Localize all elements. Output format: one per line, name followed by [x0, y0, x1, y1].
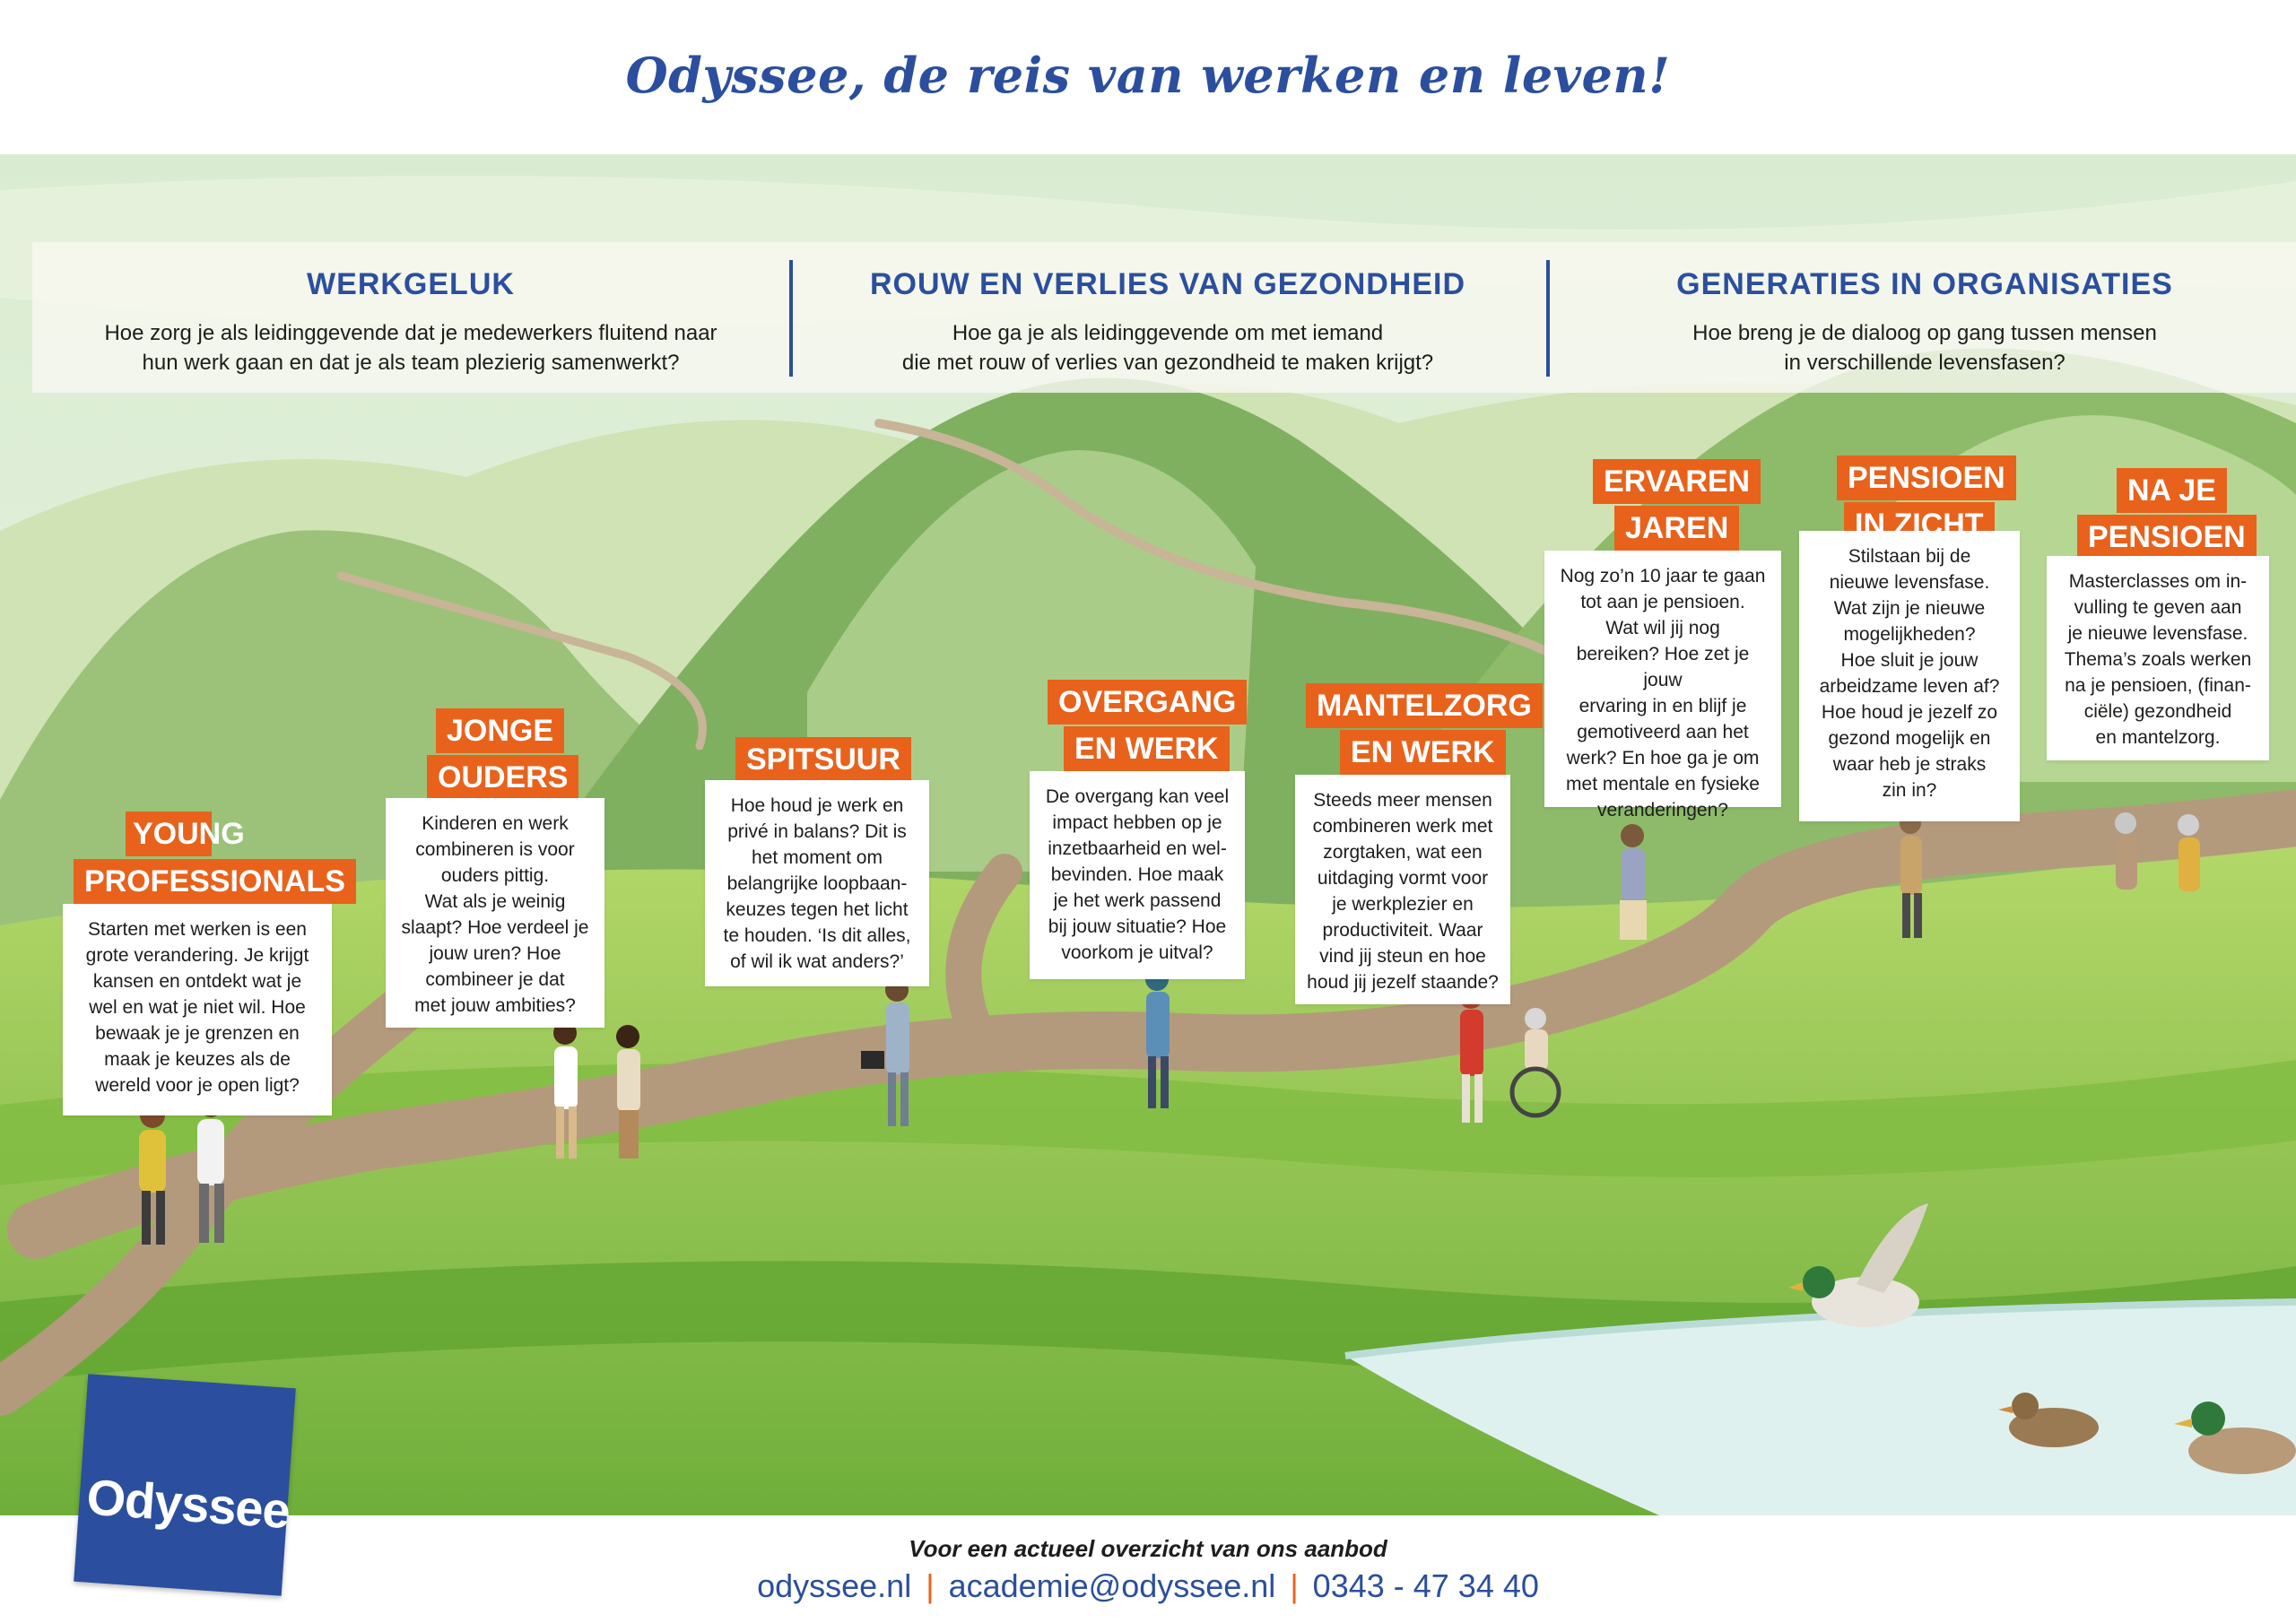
phase-label-young-professionals: YOUNG — [126, 812, 245, 856]
theme-work-happiness: WERKGELUK Hoe zorg je als leidinggevende… — [32, 242, 789, 393]
phone-number[interactable]: 0343 - 47 34 40 — [1312, 1567, 1539, 1604]
label-line-1: JONGE — [447, 714, 554, 748]
phase-label-after-retirement-line2: PENSIOEN — [2077, 515, 2257, 560]
trail-on-hill — [874, 419, 1619, 697]
label-line-1: YOUNG — [133, 817, 245, 851]
trail-left-hill — [336, 571, 707, 751]
footer-tagline: Voor een actueel overzicht van ons aanbo… — [909, 1535, 1387, 1562]
phase-card-young-parents: Kinderen en werk combineren is voor oude… — [386, 798, 604, 1028]
phase-card-rush-hour: Hoe houd je werk en privé in balans? Dit… — [705, 780, 929, 986]
themes-banner: WERKGELUK Hoe zorg je als leidinggevende… — [32, 242, 2296, 393]
phase-label-young-professionals-line2: PROFESSIONALS — [74, 859, 356, 904]
label-line-1: OVERGANG — [1058, 685, 1237, 719]
phase-label-caregiving: MANTELZORG — [1306, 683, 1543, 728]
label-line-2: EN WERK — [1074, 732, 1219, 766]
phase-label-young-parents: JONGE — [436, 708, 565, 753]
duck-swimming-female — [1998, 1393, 2099, 1447]
phase-card-menopause: De overgang kan veel impact hebben op je… — [1030, 771, 1245, 979]
phase-label-caregiving-line2: EN WERK — [1340, 730, 1506, 775]
people-retirement-in-sight — [1900, 812, 1922, 938]
phase-card-experienced-years: Nog zo’n 10 jaar te gaan tot aan je pens… — [1544, 551, 1781, 820]
theme-text: Hoe zorg je als leidinggevende dat je me… — [104, 321, 718, 375]
label-line-1: ERVAREN — [1604, 464, 1751, 499]
phase-label-retirement-in-sight: PENSIOEN — [1837, 456, 2016, 500]
winding-path — [7, 789, 2296, 1259]
phase-card-caregiving: Steeds meer mensen combineren werk met z… — [1295, 775, 1510, 1004]
duck-flying — [1788, 1203, 1928, 1327]
page-title: Odyssee, de reis van werken en leven! — [625, 47, 1671, 104]
separator: | — [926, 1567, 935, 1604]
water-edge — [1344, 1298, 2296, 1359]
label-line-1: SPITSUUR — [746, 742, 900, 777]
theme-text: Hoe breng je de dialoog op gang tussen m… — [1692, 321, 2157, 375]
water — [1345, 1302, 2296, 1515]
label-line-1: MANTELZORG — [1317, 689, 1532, 723]
path-branch-left — [0, 937, 491, 1416]
label-line-2: PROFESSIONALS — [84, 864, 345, 898]
phase-card-retirement-in-sight: Stilstaan bij de nieuwe levensfase. Wat … — [1799, 531, 2020, 821]
theme-text: Hoe ga je als leidinggevende om met iema… — [901, 321, 1434, 375]
phase-label-menopause-line2: EN WERK — [1064, 726, 1230, 771]
duck-swimming-male — [2174, 1402, 2296, 1474]
phase-card-after-retirement: Masterclasses om in- vulling te geven aa… — [2047, 556, 2269, 760]
phase-label-experienced-years-line2: JAREN — [1614, 506, 1740, 551]
label-line-1: PENSIOEN — [1848, 461, 2005, 495]
path-branch-mid — [945, 854, 1022, 1069]
theme-heading: WERKGELUK — [307, 267, 515, 301]
email-link[interactable]: academie@odyssee.nl — [948, 1567, 1276, 1604]
label-line-2: JAREN — [1625, 511, 1729, 545]
label-line-2: OUDERS — [438, 760, 569, 794]
footer-contact: odyssee.nl | academie@odyssee.nl | 0343 - 47… — [0, 1567, 2296, 1605]
theme-generations: GENERATIES IN ORGANISATIES Hoe breng je … — [1546, 242, 2296, 393]
theme-grief-and-health-loss: ROUW EN VERLIES VAN GEZONDHEID Hoe ga je… — [789, 242, 1546, 393]
label-line-1: NA JE — [2127, 473, 2216, 508]
people-rush-hour — [861, 978, 909, 1126]
phase-label-young-parents-line2: OUDERS — [427, 755, 579, 800]
website-link[interactable]: odyssee.nl — [757, 1567, 912, 1604]
phase-label-menopause: OVERGANG — [1048, 680, 1248, 725]
phase-card-young-professionals: Starten met werken is een grote verander… — [63, 904, 332, 1115]
people-experienced-years — [1620, 824, 1647, 940]
separator: | — [1290, 1567, 1299, 1604]
theme-heading: ROUW EN VERLIES VAN GEZONDHEID — [869, 267, 1466, 301]
phase-label-rush-hour: SPITSUUR — [735, 737, 911, 782]
logo-text: Odyssee — [84, 1468, 291, 1540]
people-caregiving — [1459, 985, 1561, 1123]
phase-label-experienced-years: ERVAREN — [1593, 459, 1761, 504]
people-after-retirement — [2115, 812, 2200, 891]
phase-label-after-retirement: NA JE — [2117, 468, 2227, 513]
label-line-2: PENSIOEN — [2088, 520, 2246, 554]
label-line-2: EN WERK — [1351, 735, 1495, 769]
theme-heading: GENERATIES IN ORGANISATIES — [1676, 267, 2173, 301]
